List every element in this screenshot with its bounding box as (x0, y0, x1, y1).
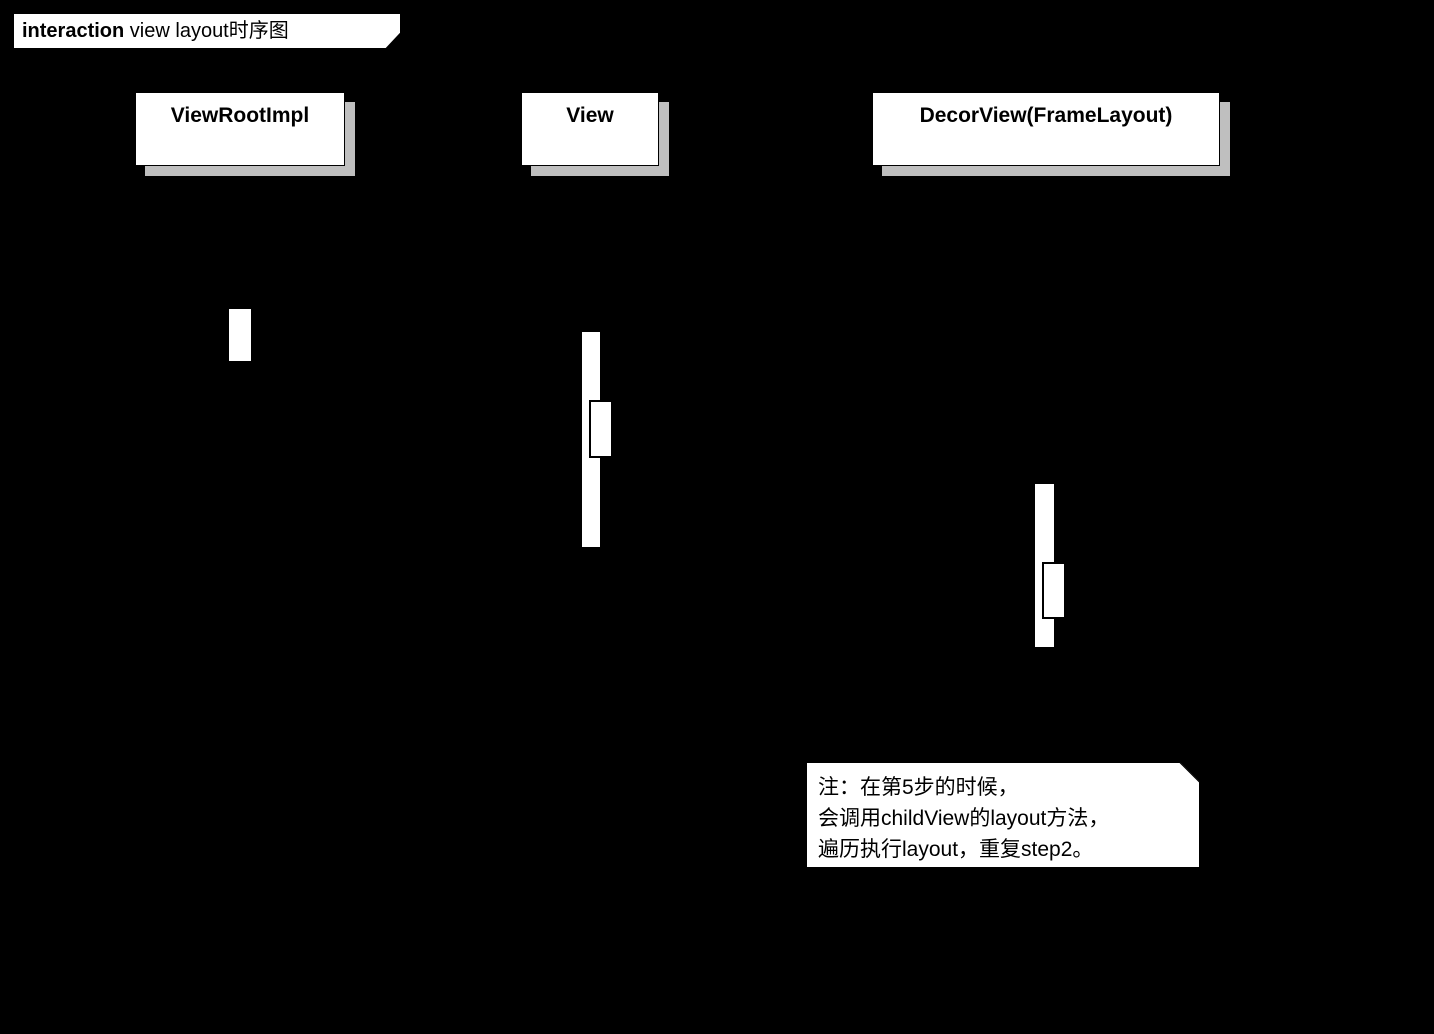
participant-label: View (566, 104, 614, 127)
activation-bar-viewrootimpl-1[interactable] (228, 308, 252, 362)
participant-box (521, 92, 659, 166)
note-box (806, 762, 1200, 868)
participant-box (872, 92, 1220, 166)
frame-title-text: view layout时序图 (124, 20, 289, 42)
activation-bar-view-nested[interactable] (589, 400, 613, 458)
lifeline-view (590, 166, 591, 966)
frame-title: interaction view layout时序图 (22, 18, 289, 44)
message-line-3 (590, 483, 1046, 484)
lifeline-viewrootimpl (240, 166, 241, 966)
message-line-2 (240, 331, 590, 332)
frame-keyword: interaction (22, 20, 125, 42)
participant-view[interactable]: View (521, 92, 669, 176)
participant-label: DecorView(FrameLayout) (919, 104, 1173, 127)
participant-viewrootimpl[interactable]: ViewRootImpl (135, 92, 355, 176)
frame-banner (14, 14, 400, 48)
participant-decorview[interactable]: DecorView(FrameLayout) (872, 92, 1230, 176)
participant-box (135, 92, 345, 166)
participant-label: ViewRootImpl (170, 104, 310, 127)
note-text: 注：在第5步的时候， 会调用childView的layout方法， 遍历执行la… (818, 776, 1110, 861)
activation-bar-decorview-nested[interactable] (1042, 562, 1066, 619)
